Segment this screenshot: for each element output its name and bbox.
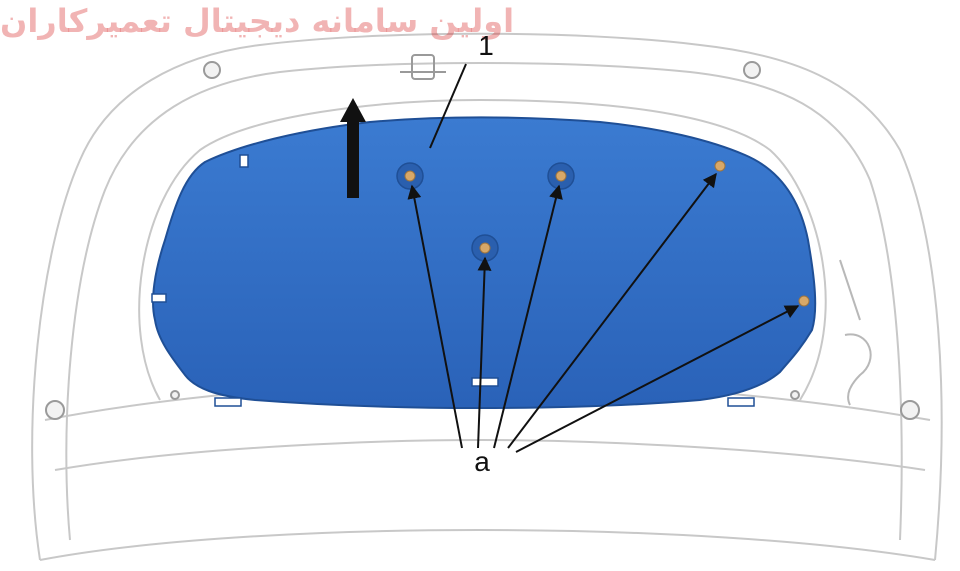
latch-body — [411, 54, 435, 80]
pad-tab-bottom-center — [471, 377, 499, 387]
callout-fastener-a: a — [474, 446, 490, 477]
leader-a-2 — [477, 256, 492, 449]
watermark-text: اولین سامانه دیجیتال تعمیرکاران — [0, 2, 515, 40]
pad-tab-bottom-right — [727, 397, 755, 407]
hood-hole-top-left — [203, 61, 221, 79]
hinge-bracket — [839, 259, 872, 406]
clip-1 — [404, 170, 416, 182]
hood-hole-right — [900, 400, 920, 420]
leader-a-5 — [515, 305, 800, 453]
hood-hole-left — [45, 400, 65, 420]
clip-3 — [555, 170, 567, 182]
hood-inner-edge — [65, 62, 903, 541]
fastener-clips — [404, 160, 810, 307]
leader-a-1 — [407, 184, 463, 449]
hood-hole-inner-left — [170, 390, 180, 400]
hood-inner-frame — [138, 98, 827, 401]
removal-arrow-shaft — [347, 120, 359, 198]
removal-arrow-head — [340, 98, 366, 122]
leader-a-4 — [507, 172, 717, 449]
hood-hole-inner-right — [790, 390, 800, 400]
clip-4 — [714, 160, 726, 172]
hood-mounting-holes — [45, 61, 920, 420]
clip-5 — [798, 295, 810, 307]
callout-part-1: 1 — [478, 30, 494, 61]
leader-a-3 — [493, 184, 563, 449]
hood-lower-rib-2 — [54, 438, 926, 471]
hood-latch — [400, 54, 446, 80]
leader-lines-a — [407, 172, 800, 453]
pad-tab-bottom-left — [214, 397, 242, 407]
hood-hole-top-right — [743, 61, 761, 79]
hinge-bracket-outline — [844, 333, 872, 406]
removal-direction-arrow — [340, 98, 366, 198]
hood-bottom-edge — [39, 529, 936, 561]
leader-part-1 — [429, 63, 467, 149]
hinge-bracket-rod — [839, 259, 861, 321]
clip-2 — [479, 242, 491, 254]
hood-outer-edge — [31, 32, 943, 561]
insulation-pad-tabs — [151, 154, 755, 407]
pad-tab-top-left — [239, 154, 249, 168]
pad-tab-left — [151, 293, 167, 303]
